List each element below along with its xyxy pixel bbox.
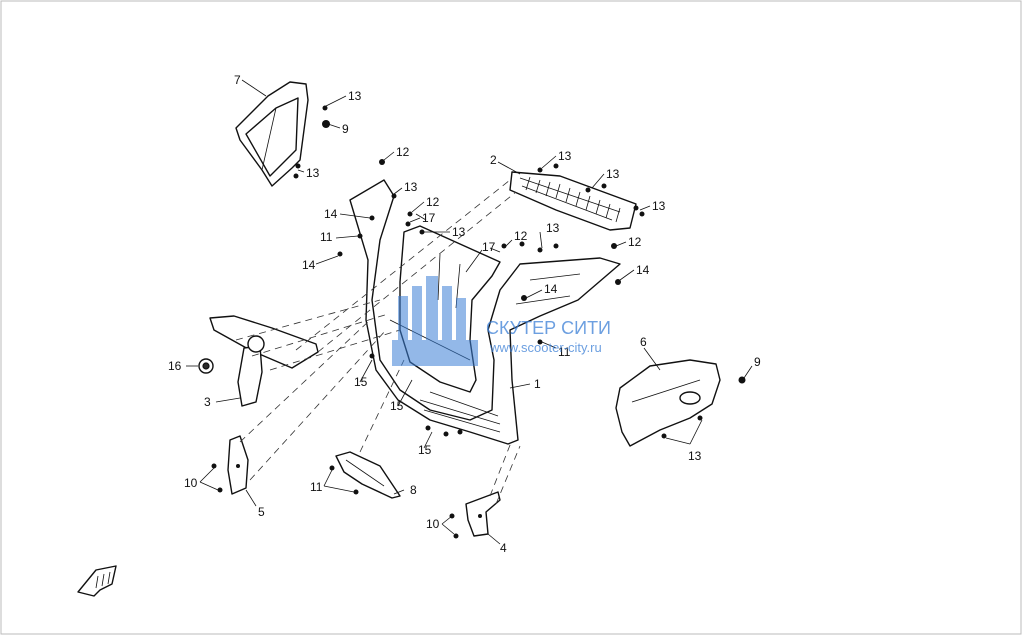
callout-labels: 7 13 9 13 12 13 12 17 13 14 11 14 2 13 1… xyxy=(168,73,761,555)
watermark-title: СКУТЕР СИТИ xyxy=(486,318,611,338)
callout-13: 13 xyxy=(546,221,560,235)
callout-6: 6 xyxy=(640,335,647,349)
callout-3: 3 xyxy=(204,395,211,409)
assembly-phantom-lines xyxy=(235,179,521,505)
callout-14: 14 xyxy=(302,258,316,272)
watermark: СКУТЕР СИТИ www.scooter-city.ru xyxy=(392,276,611,366)
part-8-lower-panel xyxy=(335,451,401,499)
direction-arrow-icon xyxy=(77,565,117,597)
part-2-vent-grille xyxy=(509,171,637,231)
callout-15: 15 xyxy=(418,443,432,457)
callout-15: 15 xyxy=(390,399,404,413)
callout-14: 14 xyxy=(636,263,650,277)
callout-2: 2 xyxy=(490,153,497,167)
callout-9: 9 xyxy=(754,355,761,369)
callout-4: 4 xyxy=(500,541,507,555)
callout-10: 10 xyxy=(426,517,440,531)
callout-13: 13 xyxy=(452,225,466,239)
watermark-url: www.scooter-city.ru xyxy=(489,340,602,355)
callout-9: 9 xyxy=(342,122,349,136)
part-5-bracket xyxy=(227,435,249,495)
callout-13: 13 xyxy=(558,149,572,163)
callout-13: 13 xyxy=(652,199,666,213)
callout-7: 7 xyxy=(234,73,241,87)
callout-17: 17 xyxy=(422,211,436,225)
callout-12: 12 xyxy=(396,145,410,159)
part-4-bracket xyxy=(465,491,501,537)
leader-lines xyxy=(186,79,753,545)
callout-10: 10 xyxy=(184,476,198,490)
callout-13: 13 xyxy=(606,167,620,181)
callout-14: 14 xyxy=(544,282,558,296)
callout-8: 8 xyxy=(410,483,417,497)
callout-13: 13 xyxy=(404,180,418,194)
callout-15: 15 xyxy=(354,375,368,389)
callout-12: 12 xyxy=(628,235,642,249)
callout-1: 1 xyxy=(534,377,541,391)
callout-16: 16 xyxy=(168,359,182,373)
watermark-logo-icon xyxy=(392,276,478,366)
callout-11: 11 xyxy=(320,230,333,244)
part-6-side-cover xyxy=(615,359,721,447)
callout-13: 13 xyxy=(348,89,362,103)
part-7-upper-cover xyxy=(235,81,309,187)
callout-5: 5 xyxy=(258,505,265,519)
callout-12: 12 xyxy=(426,195,440,209)
callout-11: 11 xyxy=(558,345,571,359)
callout-13: 13 xyxy=(306,166,320,180)
fasteners xyxy=(211,105,746,539)
callout-17: 17 xyxy=(482,240,496,254)
callout-12: 12 xyxy=(514,229,528,243)
part-3-center-cover xyxy=(209,315,319,407)
callout-14: 14 xyxy=(324,207,338,221)
callout-11: 11 xyxy=(310,480,323,494)
part-16-knob xyxy=(198,358,214,374)
callout-13: 13 xyxy=(688,449,702,463)
